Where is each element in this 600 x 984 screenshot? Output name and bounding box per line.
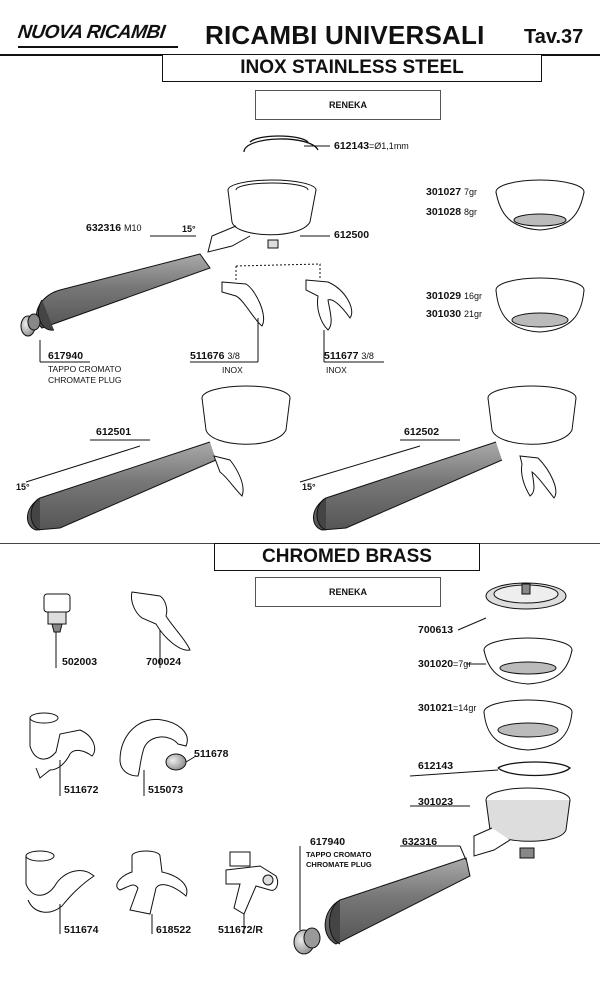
part-301020: 301020=7gr — [418, 658, 472, 670]
brand-underline — [18, 46, 178, 48]
part-617940-note-it: TAPPO CROMATO — [48, 364, 122, 374]
angle-label-1: 15° — [182, 224, 196, 234]
spout-511674-icon — [25, 850, 95, 934]
part-617940-brass-note-en: CHROMATE PLUG — [306, 860, 372, 869]
filter-basket-16gr-icon — [495, 277, 585, 333]
spout-511676-icon — [221, 281, 264, 327]
filter-holder-301023-icon — [473, 787, 571, 859]
part-301021: 301021=14gr — [418, 702, 477, 714]
angle-label-2: 15° — [16, 482, 30, 492]
part-301030: 301030 21gr — [426, 308, 482, 320]
part-617940-brass: 617940 — [310, 836, 346, 848]
spout-511677-icon — [305, 279, 353, 331]
part-618522: 618522 — [156, 924, 192, 936]
part-511678: 511678 — [194, 748, 229, 760]
part-301027: 301027 7gr — [426, 186, 477, 198]
section-title-brass: CHROMED BRASS — [214, 543, 480, 571]
part-511672: 511672 — [64, 784, 99, 796]
part-700613: 700613 — [418, 624, 454, 636]
part-511676-material: INOX — [222, 365, 243, 375]
part-612143: 612143=Ø1,1mm — [334, 140, 409, 152]
part-502003: 502003 — [62, 656, 98, 668]
part-511676: 511676 3/8 — [190, 350, 240, 362]
filter-basket-7gr-brass-icon — [466, 637, 573, 685]
section-title-inox: INOX STAINLESS STEEL — [162, 54, 542, 82]
nozzle-511678-icon — [165, 753, 197, 771]
part-612143-brass: 612143 — [418, 760, 454, 772]
spout-515073-icon — [119, 718, 188, 796]
part-632316: 632316 M10 — [86, 222, 142, 234]
part-515073: 515073 — [148, 784, 184, 796]
handle-632316-icon — [36, 235, 211, 331]
spring-clip-brass-icon — [497, 761, 571, 777]
portafilter-top-700613-icon — [457, 582, 567, 631]
part-617940-note-en: CHROMATE PLUG — [48, 375, 122, 385]
angle-label-3: 15° — [302, 482, 316, 492]
part-511674: 511674 — [64, 924, 99, 936]
plug-617940-icon — [20, 313, 90, 363]
part-612500: 612500 — [334, 229, 370, 241]
spout-511672-r-icon — [225, 851, 279, 934]
part-301028: 301028 8gr — [426, 206, 477, 218]
spout-700024-icon — [131, 591, 191, 668]
part-632316-brass: 632316 — [402, 836, 438, 848]
filter-holder-612500-icon — [207, 179, 330, 253]
maker-box-brass: RENEKA — [255, 577, 441, 607]
maker-box-inox: RENEKA — [255, 90, 441, 120]
part-700024: 700024 — [146, 656, 182, 668]
spout-618522-icon — [116, 850, 188, 934]
table-number: Tav.37 — [524, 26, 584, 48]
part-511677: 511677 3/8 — [324, 350, 374, 362]
part-301023: 301023 — [418, 796, 454, 808]
part-617940: 617940 — [48, 350, 84, 362]
filter-holder-612501-icon — [27, 385, 291, 531]
page-title: RICAMBI UNIVERSALI — [205, 20, 485, 50]
filter-holder-612502-icon — [313, 385, 577, 531]
filter-basket-14gr-brass-icon — [483, 699, 573, 751]
nozzle-502003-icon — [43, 593, 71, 668]
part-612501: 612501 — [96, 426, 132, 438]
part-612502: 612502 — [404, 426, 440, 438]
part-511672-r: 511672/R — [218, 924, 263, 936]
part-617940-brass-note-it: TAPPO CROMATO — [306, 850, 372, 859]
plug-617940-brass-icon — [293, 846, 321, 955]
filter-basket-7gr-icon — [495, 179, 585, 231]
spout-511672-icon — [29, 712, 96, 796]
part-301029: 301029 16gr — [426, 290, 482, 302]
handle-632316-brass-icon — [324, 845, 471, 945]
part-511677-material: INOX — [326, 365, 347, 375]
spring-clip-icon — [243, 135, 319, 153]
